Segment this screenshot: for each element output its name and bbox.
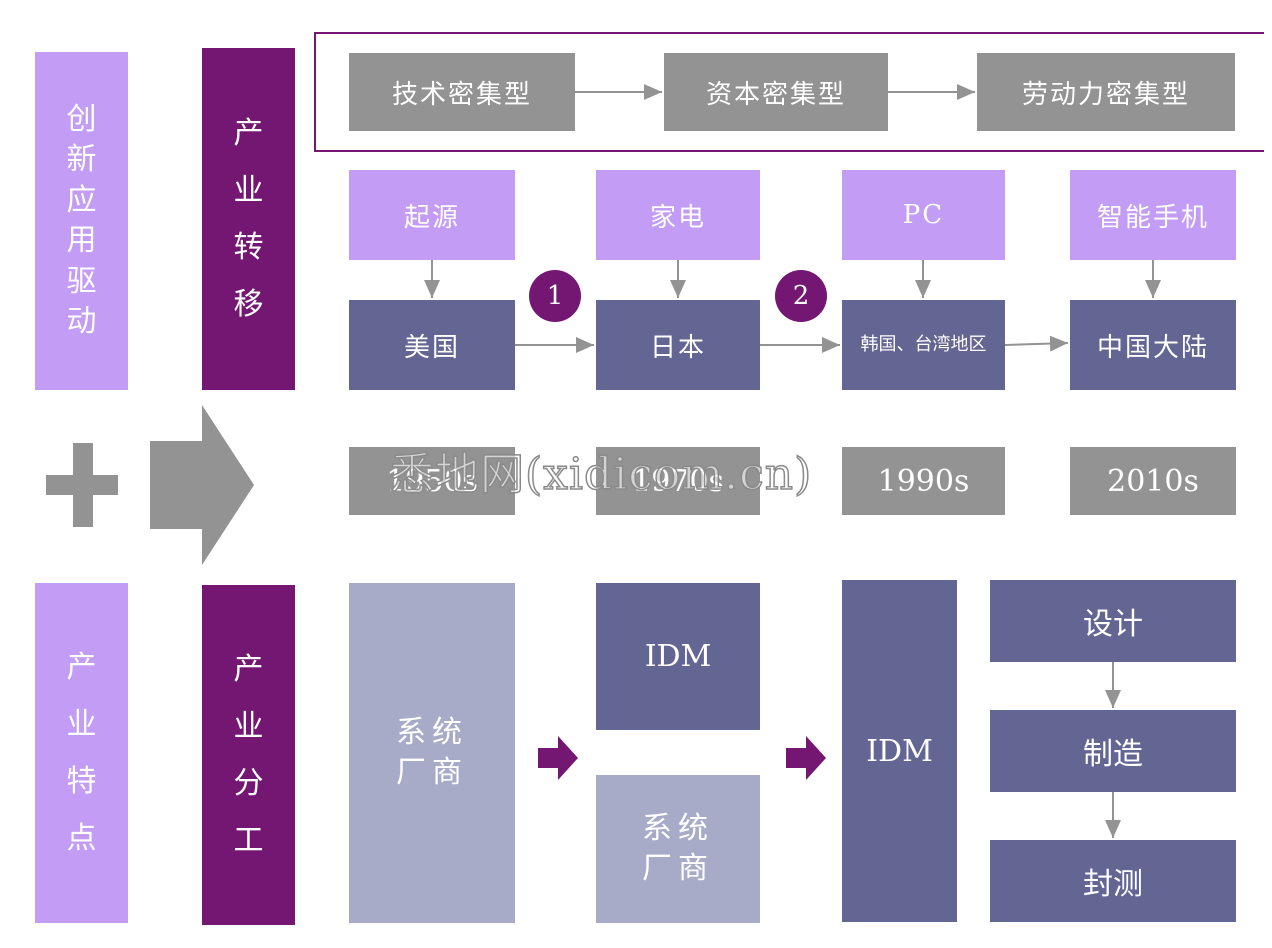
intensity-box-technology: 技术密集型 [349, 53, 575, 131]
big-right-arrow-icon [150, 405, 254, 565]
system-vendor-box-left: 系统厂商 [349, 583, 515, 923]
plus-icon [46, 443, 118, 527]
innovation-driven-label: 创新应用驱动 [35, 52, 128, 390]
application-origin: 起源 [349, 170, 515, 260]
idm-box-middle: IDM [596, 583, 760, 730]
region-korea-taiwan: 韩国、台湾地区 [842, 300, 1005, 390]
stage-packaging-testing: 封测 [990, 840, 1236, 922]
industry-division-text: 产业分工 [233, 652, 264, 858]
application-pc: PC [842, 170, 1005, 260]
application-smartphone: 智能手机 [1070, 170, 1236, 260]
transfer-marker-2: 2 [775, 270, 827, 322]
innovation-driven-text: 创新应用驱动 [66, 101, 97, 340]
arrow-korea-to-china [1004, 335, 1069, 352]
region-korea-taiwan-text: 韩国、台湾地区 [860, 334, 987, 356]
industry-transfer-label: 产业转移 [202, 48, 295, 390]
system-vendor-box-middle: 系统厂商 [596, 775, 760, 923]
industry-transfer-text: 产业转移 [233, 116, 264, 322]
decade-2010s: 2010s [1070, 447, 1236, 515]
system-vendor-text-left: 系统厂商 [396, 714, 468, 791]
decade-1990s: 1990s [842, 447, 1005, 515]
system-vendor-text-middle: 系统厂商 [642, 810, 714, 887]
watermark: 悉地网(xidicom.cn) [389, 448, 813, 501]
intensity-box-capital: 资本密集型 [664, 53, 888, 131]
stage-design: 设计 [990, 580, 1236, 662]
purple-arrow-right [786, 736, 826, 780]
decade-1950s: 1950s [349, 447, 515, 515]
purple-arrow-left [538, 736, 578, 780]
stage-manufacturing: 制造 [990, 710, 1236, 792]
transfer-marker-1: 1 [529, 270, 581, 322]
industry-features-label: 产业特点 [35, 583, 128, 923]
decade-1970s: 1970s [596, 447, 760, 515]
region-usa: 美国 [349, 300, 515, 390]
region-japan: 日本 [596, 300, 760, 390]
application-appliances: 家电 [596, 170, 760, 260]
intensity-chain-frame [314, 32, 1264, 152]
intensity-box-labor: 劳动力密集型 [977, 53, 1235, 131]
industry-features-text: 产业特点 [66, 650, 97, 856]
region-mainland-china: 中国大陆 [1070, 300, 1236, 390]
idm-box-right: IDM [842, 580, 957, 922]
industry-division-label: 产业分工 [202, 585, 295, 925]
